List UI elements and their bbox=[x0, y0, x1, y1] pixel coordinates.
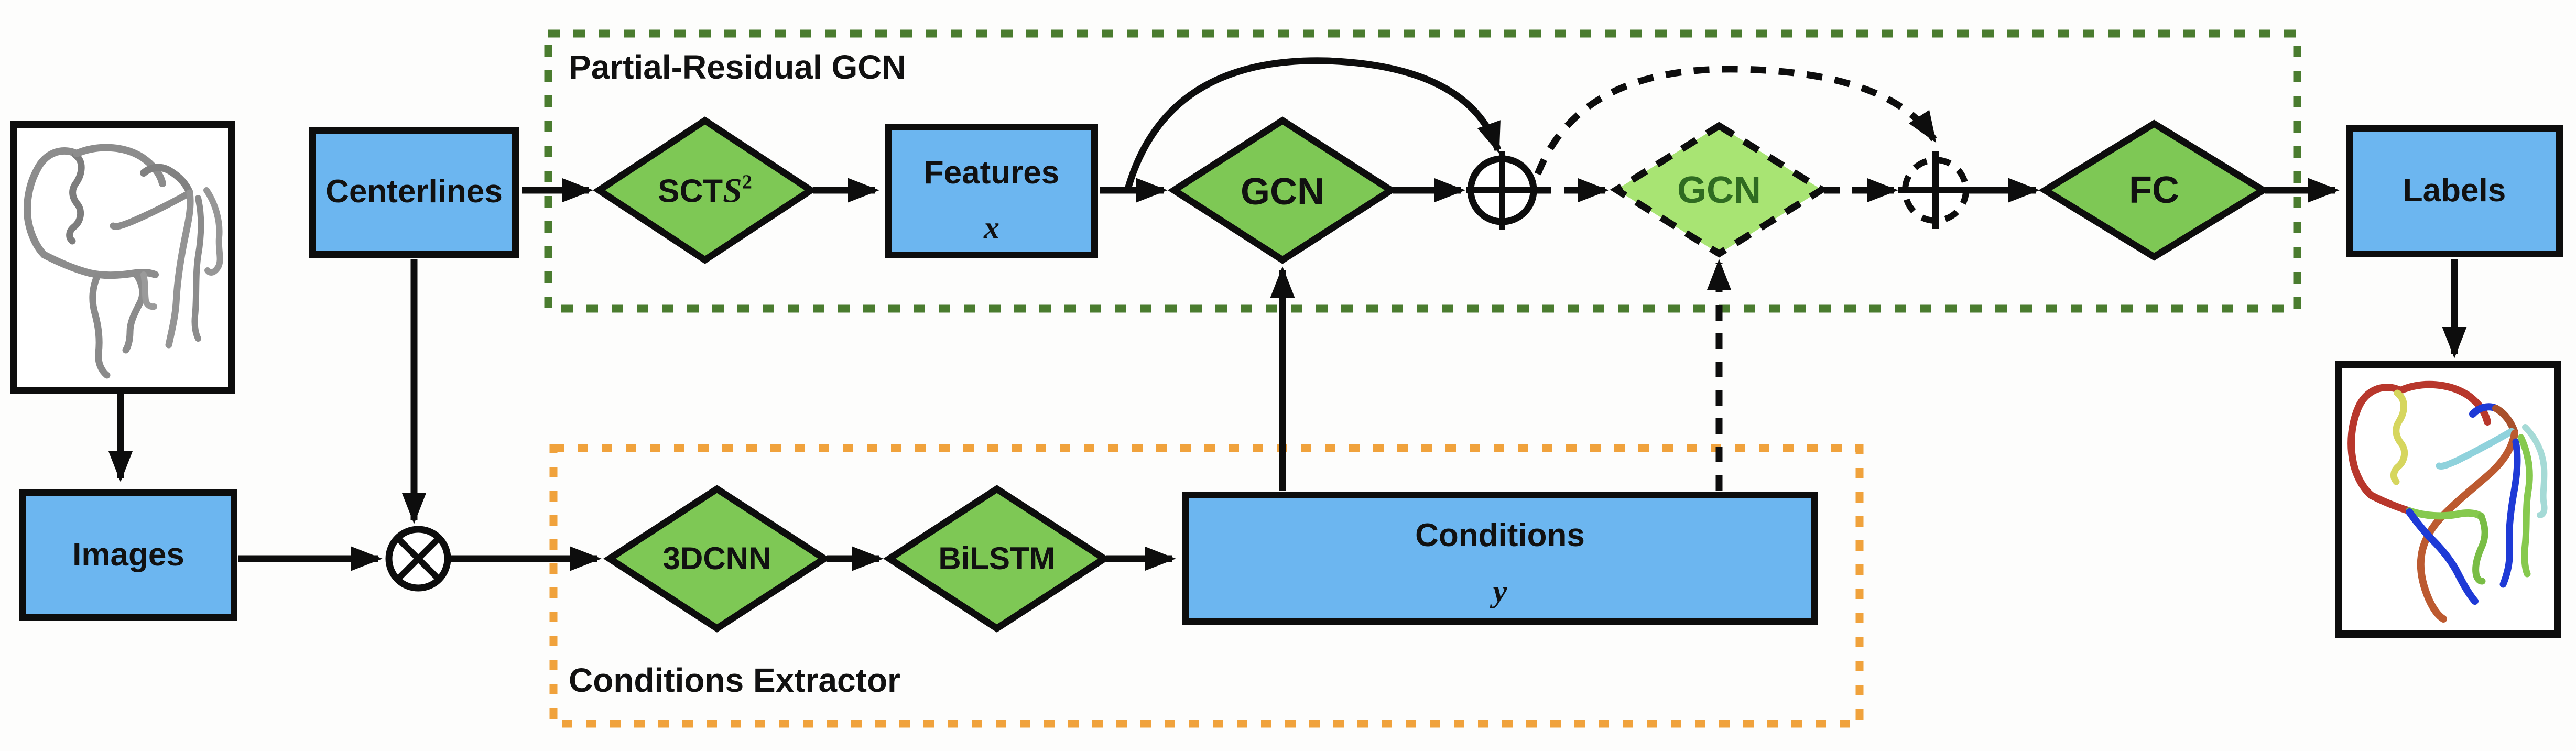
circle-times-operator bbox=[385, 526, 451, 592]
features-box bbox=[885, 124, 1098, 258]
gcn2-diamond-dashed bbox=[1610, 122, 1829, 258]
circle-plus-operator-dashed bbox=[1898, 151, 1973, 229]
fc-diamond bbox=[2038, 119, 2270, 261]
residual-skip-arrow bbox=[1124, 57, 1502, 190]
bilstm-diamond bbox=[883, 485, 1111, 633]
circle-plus-operator bbox=[1466, 151, 1538, 230]
conditions-extractor-frame bbox=[549, 444, 1864, 728]
labels-box bbox=[2346, 125, 2563, 257]
partial-residual-gcn-frame bbox=[544, 29, 2301, 313]
gcn1-diamond bbox=[1167, 116, 1398, 264]
centerlines-box bbox=[309, 127, 519, 258]
conditions-extractor-title: Conditions Extractor bbox=[569, 661, 900, 699]
images-box bbox=[19, 489, 237, 621]
labeled-vessels-image bbox=[2335, 361, 2561, 638]
residual-skip-arrow-dashed bbox=[1534, 66, 1937, 176]
sct-diamond bbox=[593, 116, 817, 264]
centerlines-image bbox=[10, 121, 235, 394]
partial-residual-gcn-title: Partial-Residual GCN bbox=[569, 48, 906, 86]
conditions-box bbox=[1182, 492, 1818, 625]
3dcnn-diamond bbox=[603, 485, 831, 633]
